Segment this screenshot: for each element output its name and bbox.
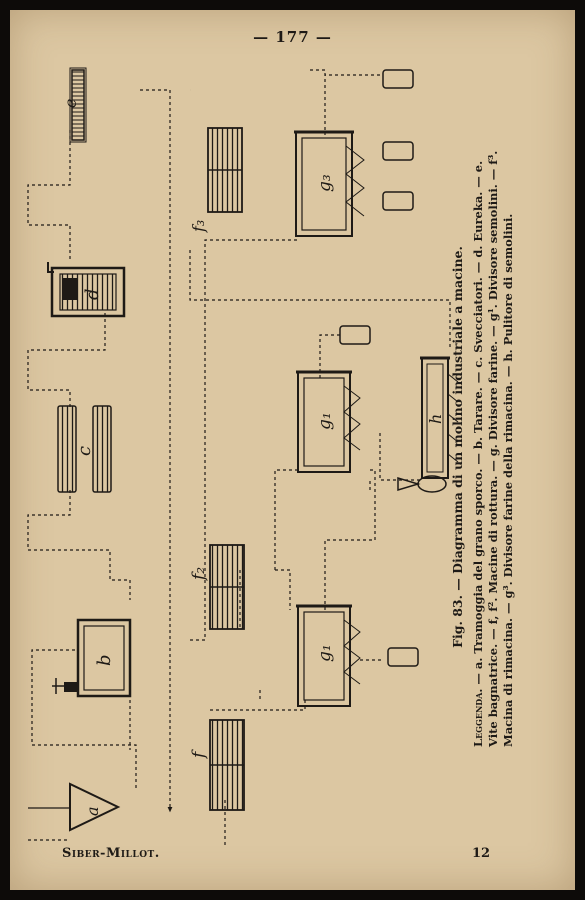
book-page: — 177 — bbox=[10, 10, 575, 890]
footer-author: Siber-Millot. bbox=[62, 846, 160, 861]
tramoggia-a bbox=[69, 782, 121, 832]
svecciatori-c bbox=[57, 405, 112, 493]
macina-f2 bbox=[209, 544, 245, 630]
figure-caption: Fig. 83. — Diagramma di un molino indust… bbox=[450, 246, 465, 648]
page-number: — 177 — bbox=[253, 28, 332, 46]
label-f1: f bbox=[189, 749, 209, 760]
divisore-g1-upper bbox=[296, 370, 361, 473]
legend-heading: Leggenda. bbox=[471, 688, 485, 747]
label-d: d bbox=[82, 288, 103, 300]
label-g-lower: g₁ bbox=[315, 644, 335, 662]
figure-legend: Leggenda. — a. Tramoggia del grano sporc… bbox=[471, 147, 516, 747]
divisore-g3 bbox=[294, 130, 365, 237]
macina-f3 bbox=[207, 127, 243, 213]
label-f2: f₂ bbox=[189, 567, 209, 582]
label-h: h bbox=[426, 414, 445, 424]
tarare-b bbox=[52, 618, 132, 698]
legend-body: — a. Tramoggia del grano sporco. — b. Ta… bbox=[471, 150, 515, 747]
footer-signature-number: 12 bbox=[472, 846, 491, 861]
label-g1-upper: g₁ bbox=[315, 412, 335, 430]
sacks bbox=[339, 69, 419, 667]
label-f3: f₃ bbox=[189, 220, 208, 233]
vite-bagnatrice-e bbox=[69, 67, 87, 143]
divisore-g-lower bbox=[296, 604, 361, 707]
label-e: e bbox=[61, 99, 80, 108]
label-g3: g₃ bbox=[315, 174, 335, 192]
label-a: a bbox=[83, 806, 102, 816]
macina-f1 bbox=[209, 719, 245, 811]
pulitore-h bbox=[397, 356, 459, 493]
label-b: b bbox=[94, 654, 115, 666]
eureka-d bbox=[47, 262, 126, 318]
figure-caption-block: Fig. 83. — Diagramma di un molino indust… bbox=[450, 147, 516, 747]
label-c: c bbox=[74, 446, 95, 456]
mill-diagram: e d c b a f f₂ f₃ g₁ g₁ g₃ h bbox=[27, 67, 459, 845]
